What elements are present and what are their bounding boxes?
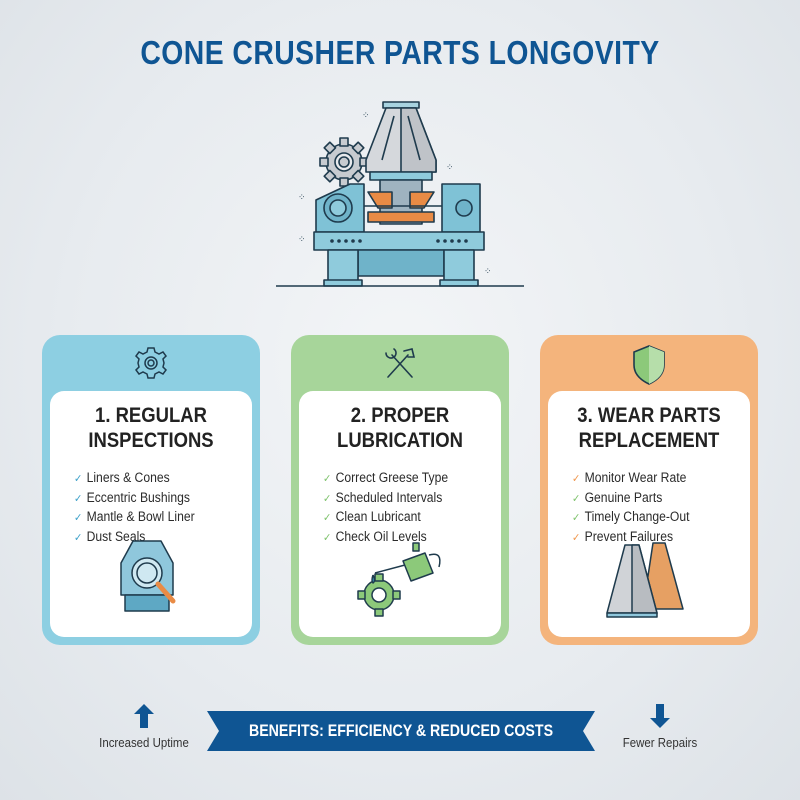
check-icon: ✓ [572, 492, 581, 505]
list-item: ✓Clean Lubricant [323, 508, 483, 528]
increased-uptime: Increased Uptime [88, 704, 200, 750]
card-title-line2: LUBRICATION [337, 429, 463, 452]
checklist: ✓Liners & Cones ✓Eccentric Bushings ✓Man… [74, 469, 252, 547]
list-item: ✓Genuine Parts [572, 489, 732, 509]
svg-text:⁘: ⁘ [298, 234, 306, 244]
check-icon: ✓ [74, 492, 83, 505]
list-item: ✓Scheduled Intervals [323, 489, 483, 509]
magnifier-over-crusher-icon [50, 533, 252, 623]
shield-icon [540, 343, 758, 385]
check-icon: ✓ [74, 473, 83, 485]
list-item: ✓Check Oil Levels [323, 528, 483, 548]
arrow-up-icon [134, 704, 154, 728]
check-icon: ✓ [74, 512, 83, 524]
card-title-line1: 2. PROPER [350, 404, 450, 427]
check-icon: ✓ [572, 531, 581, 544]
check-icon: ✓ [323, 531, 332, 544]
benefits-banner: BENEFITS: EFFICIENCY & REDUCED COSTS [207, 711, 595, 751]
check-icon: ✓ [572, 473, 581, 485]
check-icon: ✓ [323, 492, 332, 505]
list-item: ✓Monitor Wear Rate [572, 469, 732, 489]
arrow-down-icon [650, 704, 670, 728]
list-item: ✓Dust Seals [74, 528, 234, 548]
card-title-line1: 1. REGULAR [95, 404, 207, 427]
list-item: ✓Liners & Cones [74, 469, 234, 489]
gear-icon [319, 137, 369, 187]
fewer-repairs: Fewer Repairs [605, 704, 715, 750]
svg-text:⁘: ⁘ [446, 162, 454, 172]
wrench-hammer-icon [291, 343, 509, 383]
check-icon: ✓ [323, 473, 332, 485]
svg-text:⁘: ⁘ [298, 192, 306, 202]
card-title-line2: REPLACEMENT [578, 429, 720, 452]
card-title-line2: INSPECTIONS [88, 429, 214, 452]
checklist: ✓Monitor Wear Rate ✓Genuine Parts ✓Timel… [572, 469, 750, 547]
list-item: ✓Correct Greese Type [323, 469, 483, 489]
check-icon: ✓ [572, 512, 581, 524]
checklist: ✓Correct Greese Type ✓Scheduled Interval… [323, 469, 501, 547]
list-item: ✓Prevent Failures [572, 528, 732, 548]
banner-text: BENEFITS: EFFICIENCY & REDUCED COSTS [248, 721, 554, 740]
oil-can-gear-icon [299, 533, 501, 623]
list-item: ✓Mantle & Bowl Liner [74, 508, 234, 528]
svg-text:⁘: ⁘ [484, 266, 492, 276]
wear-cones-icon [548, 533, 750, 623]
gear-icon [42, 343, 260, 383]
svg-text:⁘: ⁘ [362, 110, 370, 120]
list-item: ✓Eccentric Bushings [74, 489, 234, 509]
cone-crusher-illustration: ⁘ ⁘ ⁘ ⁘ ⁘ [270, 90, 530, 300]
list-item: ✓Timely Change-Out [572, 508, 732, 528]
page-title: CONE CRUSHER PARTS LONGOVITY [140, 34, 660, 71]
check-icon: ✓ [323, 512, 332, 524]
card-title-line1: 3. WEAR PARTS [577, 404, 721, 427]
check-icon: ✓ [74, 531, 83, 544]
